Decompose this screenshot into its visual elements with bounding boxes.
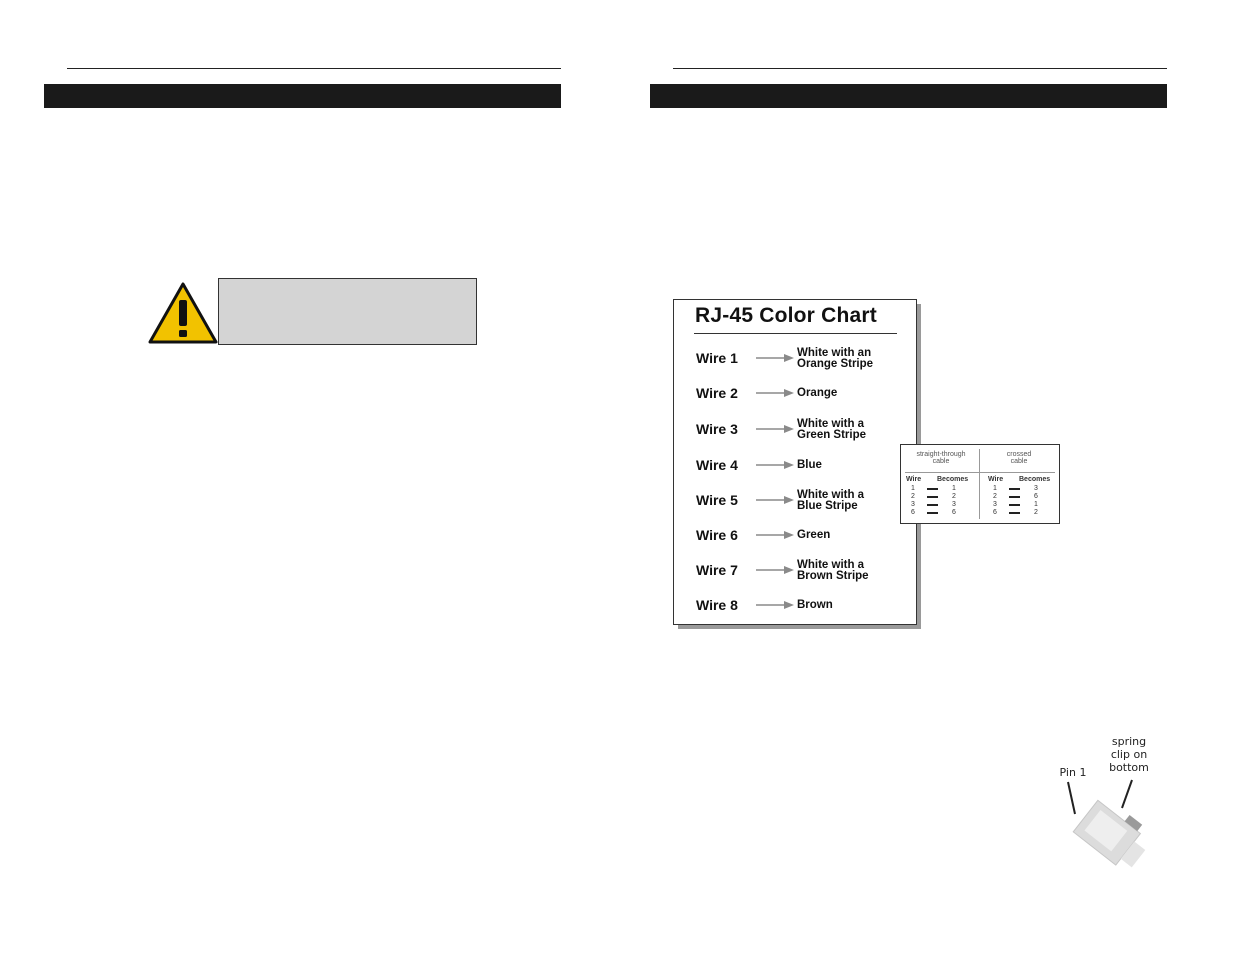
pin-dash-icon xyxy=(1009,496,1020,498)
wire-row: Wire 4 Blue xyxy=(674,457,916,487)
pin1-label: Pin 1 xyxy=(1059,766,1087,779)
crossed-col-wire: Wire xyxy=(988,476,1004,483)
wire-row: Wire 2 Orange xyxy=(674,385,916,415)
crossed-col-becomes: Becomes xyxy=(1019,476,1051,483)
wire-label: Wire 8 xyxy=(696,597,738,613)
wire-label: Wire 7 xyxy=(696,562,738,578)
pin-dash-icon xyxy=(1009,504,1020,506)
wire-row: Wire 8 Brown xyxy=(674,597,916,627)
arrow-right-icon xyxy=(756,566,794,574)
pin-becomes-number: 6 xyxy=(952,509,956,516)
pin-dash-icon xyxy=(927,488,938,490)
pin-wire-number: 6 xyxy=(993,509,997,516)
wire-label: Wire 2 xyxy=(696,385,738,401)
right-header-rule xyxy=(673,68,1167,69)
crossed-heading-line1: crossed xyxy=(1006,451,1032,458)
arrow-right-icon xyxy=(756,354,794,362)
right-section-bar xyxy=(650,84,1167,108)
wire-color-line1: Orange xyxy=(797,387,838,399)
arrow-right-icon xyxy=(756,601,794,609)
caution-note-box xyxy=(218,278,477,345)
wire-color: Blue xyxy=(797,459,822,471)
pin-becomes-number: 3 xyxy=(1034,485,1038,492)
straight-col-wire: Wire xyxy=(906,476,922,483)
wire-label: Wire 6 xyxy=(696,527,738,543)
wire-label: Wire 1 xyxy=(696,350,738,366)
left-section-bar xyxy=(44,84,561,108)
arrow-right-icon xyxy=(756,389,794,397)
arrow-right-icon xyxy=(756,531,794,539)
wire-color-line1: White with a xyxy=(797,489,865,501)
arrow-right-icon xyxy=(756,425,794,433)
straight-col-becomes: Becomes xyxy=(937,476,969,483)
spring-clip-line2: clip on xyxy=(1110,748,1148,761)
wire-color-line1: White with a xyxy=(797,559,865,571)
crossed-heading-line2: cable xyxy=(1010,458,1028,465)
spring-clip-line3: bottom xyxy=(1109,761,1149,774)
wire-color-line2: Orange Stripe xyxy=(797,358,874,370)
straight-heading-line1: straight-through xyxy=(916,451,966,458)
pin-wire-number: 3 xyxy=(911,501,915,508)
wire-color-line1: Green xyxy=(797,529,831,541)
pin-wire-number: 3 xyxy=(993,501,997,508)
wire-color: Brown xyxy=(797,599,833,611)
pin-dash-icon xyxy=(927,496,938,498)
pin-becomes-number: 3 xyxy=(952,501,956,508)
pin-wire-number: 1 xyxy=(911,485,915,492)
straight-heading-line2: cable xyxy=(932,458,950,465)
pin-dash-icon xyxy=(927,504,938,506)
spring-clip-label: spring clip on bottom xyxy=(1103,735,1155,774)
pin-dash-icon xyxy=(1009,488,1020,490)
rj45-plug-illustration xyxy=(1067,779,1146,868)
wire-color-line1: White with an xyxy=(797,347,872,359)
arrow-right-icon xyxy=(756,461,794,469)
spring-clip-line1: spring xyxy=(1111,735,1147,748)
chart-title: RJ-45 Color Chart xyxy=(695,304,877,327)
wire-label: Wire 4 xyxy=(696,457,738,473)
pin-dash-icon xyxy=(927,512,938,514)
pin-wire-number: 2 xyxy=(911,493,915,500)
crossed-heading: crossed cable xyxy=(983,451,1055,465)
chart-title-underline xyxy=(694,333,897,334)
pin-becomes-number: 1 xyxy=(1034,501,1038,508)
wire-color-line2: Brown Stripe xyxy=(797,570,869,582)
pin-becomes-number: 2 xyxy=(1034,509,1038,516)
left-header-rule xyxy=(67,68,561,69)
wire-color: Green xyxy=(797,529,831,541)
pin-wire-number: 6 xyxy=(911,509,915,516)
straight-through-heading: straight-through cable xyxy=(905,451,977,465)
wire-color-line2: Blue Stripe xyxy=(797,500,858,512)
pin-becomes-number: 6 xyxy=(1034,493,1038,500)
wire-color: Orange xyxy=(797,387,838,399)
pin-wire-number: 2 xyxy=(993,493,997,500)
pinout-table: straight-through cable crossed cable Wir… xyxy=(900,444,1060,524)
wire-color-line2: Green Stripe xyxy=(797,429,867,441)
pinout-horizontal-divider xyxy=(905,472,1055,473)
pinout-vertical-divider xyxy=(979,449,980,519)
warning-triangle-icon xyxy=(148,282,218,344)
wire-color-line1: Brown xyxy=(797,599,833,611)
pin-becomes-number: 1 xyxy=(952,485,956,492)
pin-becomes-number: 2 xyxy=(952,493,956,500)
wire-label: Wire 3 xyxy=(696,421,738,437)
wire-row: Wire 6 Green xyxy=(674,527,916,557)
pin-wire-number: 1 xyxy=(993,485,997,492)
wire-color-line1: Blue xyxy=(797,459,822,471)
pin-dash-icon xyxy=(1009,512,1020,514)
wire-label: Wire 5 xyxy=(696,492,738,508)
wire-color-line1: White with a xyxy=(797,418,865,430)
arrow-right-icon xyxy=(756,496,794,504)
